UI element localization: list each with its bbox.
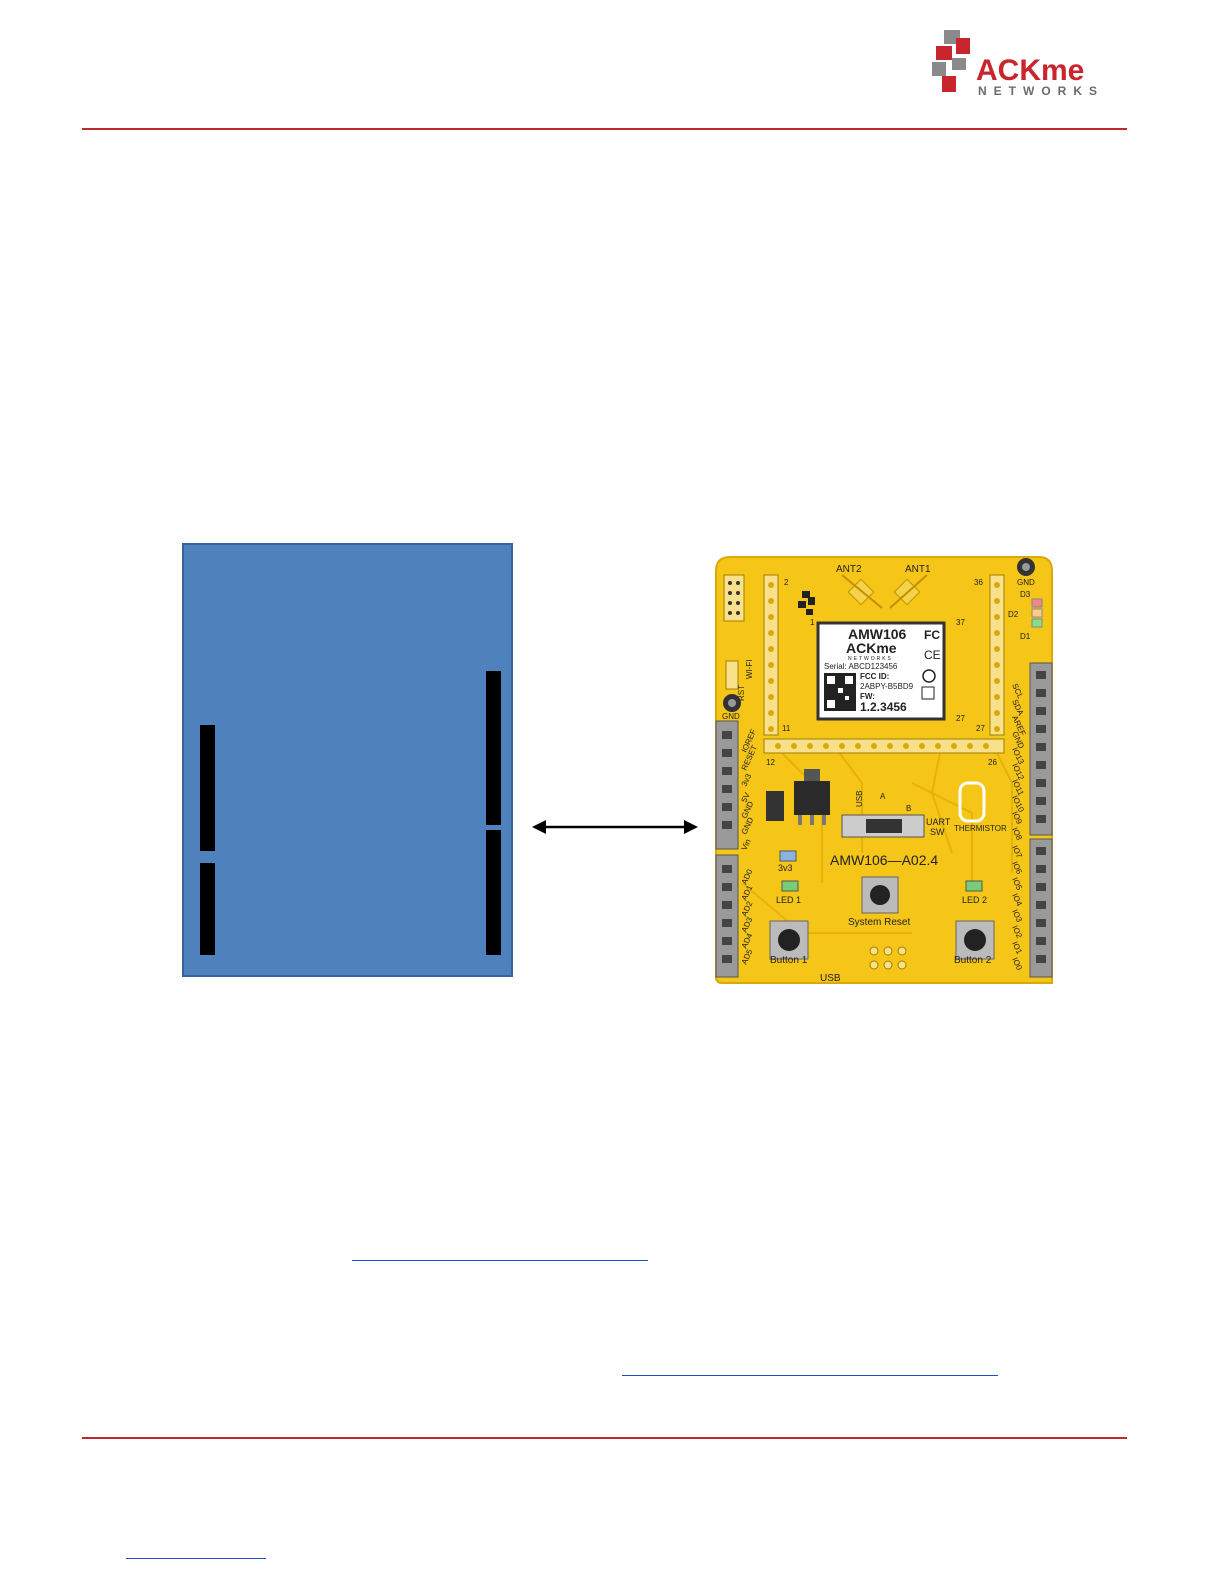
sw-label: SW bbox=[930, 827, 945, 837]
pin-num-11-left: 11 bbox=[782, 724, 791, 733]
footer-link-underline[interactable] bbox=[126, 1558, 266, 1559]
board-name-label: AMW106—A02.4 bbox=[830, 852, 938, 868]
pin-num-1: 1 bbox=[810, 618, 815, 627]
usb-switch-label: USB bbox=[855, 791, 864, 807]
right-header-lower bbox=[486, 830, 501, 955]
usb-bottom-label: USB bbox=[820, 973, 841, 984]
module-fcc-id: 2ABPY-B5BD9 bbox=[860, 682, 914, 691]
gnd-top-label: GND bbox=[1017, 578, 1035, 587]
left-header-lower bbox=[200, 863, 215, 955]
switch-b-label: B bbox=[906, 804, 911, 813]
compliance-icon bbox=[922, 669, 936, 683]
wifi-label: WI-FI bbox=[745, 659, 754, 679]
module-fcc-label: FCC ID: bbox=[860, 672, 889, 681]
link-underline-2[interactable] bbox=[622, 1375, 998, 1376]
pin-5v: 5V bbox=[740, 791, 753, 804]
pin-num-2: 2 bbox=[784, 578, 789, 587]
pin-num-12: 12 bbox=[766, 758, 775, 767]
ce-mark-icon: CE bbox=[924, 648, 941, 662]
module-serial: Serial: ABCD123456 bbox=[824, 662, 898, 671]
logo-subtitle-text: NETWORKS bbox=[978, 84, 1104, 98]
ackme-logo: ACKme NETWORKS bbox=[930, 28, 1105, 100]
module-brand: ACKme bbox=[846, 640, 897, 656]
led-3v3-label: 3v3 bbox=[778, 863, 793, 873]
weee-icon bbox=[921, 686, 935, 700]
fcc-mark-icon: FC bbox=[924, 628, 940, 642]
rst-label: RST bbox=[737, 685, 746, 701]
connection-arrow bbox=[532, 820, 698, 834]
d2-label: D2 bbox=[1008, 610, 1019, 619]
pin-num-27-inner: 27 bbox=[956, 714, 965, 723]
d3-label: D3 bbox=[1020, 590, 1031, 599]
switch-a-label: A bbox=[880, 792, 886, 801]
right-header-upper bbox=[486, 671, 501, 825]
system-reset-label: System Reset bbox=[848, 917, 910, 928]
arduino-board-placeholder bbox=[182, 543, 513, 977]
uart-label: UART bbox=[926, 817, 951, 827]
module-fw: 1.2.3456 bbox=[860, 700, 907, 714]
footer-rule bbox=[82, 1437, 1127, 1439]
logo-mark-icon bbox=[932, 30, 970, 92]
logo-brand-text: ACKme bbox=[976, 54, 1084, 87]
button1-label: Button 1 bbox=[770, 955, 808, 966]
module-brand-sub: NETWORKS bbox=[848, 656, 893, 662]
header-rule bbox=[82, 128, 1127, 130]
link-underline-1[interactable] bbox=[352, 1260, 648, 1261]
board-ackme-mark-icon bbox=[798, 591, 815, 615]
capacitor-icon bbox=[766, 791, 784, 821]
led1-label: LED 1 bbox=[776, 895, 801, 905]
module-fw-label: FW: bbox=[860, 692, 875, 701]
thermistor-label: THERMISTOR bbox=[954, 824, 1007, 833]
pin-num-26: 26 bbox=[988, 758, 997, 767]
gnd-left-label: GND bbox=[722, 712, 740, 721]
amw106-eval-board: ANT2 ANT1 GND D3 D2 D1 RST WI-FI GN bbox=[712, 553, 1057, 988]
pin-num-27-outer: 27 bbox=[976, 724, 985, 733]
module-name: AMW106 bbox=[848, 626, 907, 642]
led2-label: LED 2 bbox=[962, 895, 987, 905]
ackme-logo-graphic: ACKme NETWORKS bbox=[932, 30, 1104, 98]
amw106-board-graphic: ANT2 ANT1 GND D3 D2 D1 RST WI-FI GN bbox=[715, 556, 1053, 984]
pin-num-37: 37 bbox=[956, 618, 965, 627]
ant2-label: ANT2 bbox=[836, 564, 862, 575]
d1-label: D1 bbox=[1020, 632, 1031, 641]
left-header-upper bbox=[200, 725, 215, 851]
pin-num-36: 36 bbox=[974, 578, 983, 587]
ant1-label: ANT1 bbox=[905, 564, 931, 575]
pin-vin: Vin bbox=[740, 838, 753, 852]
button2-label: Button 2 bbox=[954, 955, 992, 966]
thermistor-icon bbox=[958, 781, 986, 823]
voltage-regulator-icon bbox=[794, 781, 830, 815]
